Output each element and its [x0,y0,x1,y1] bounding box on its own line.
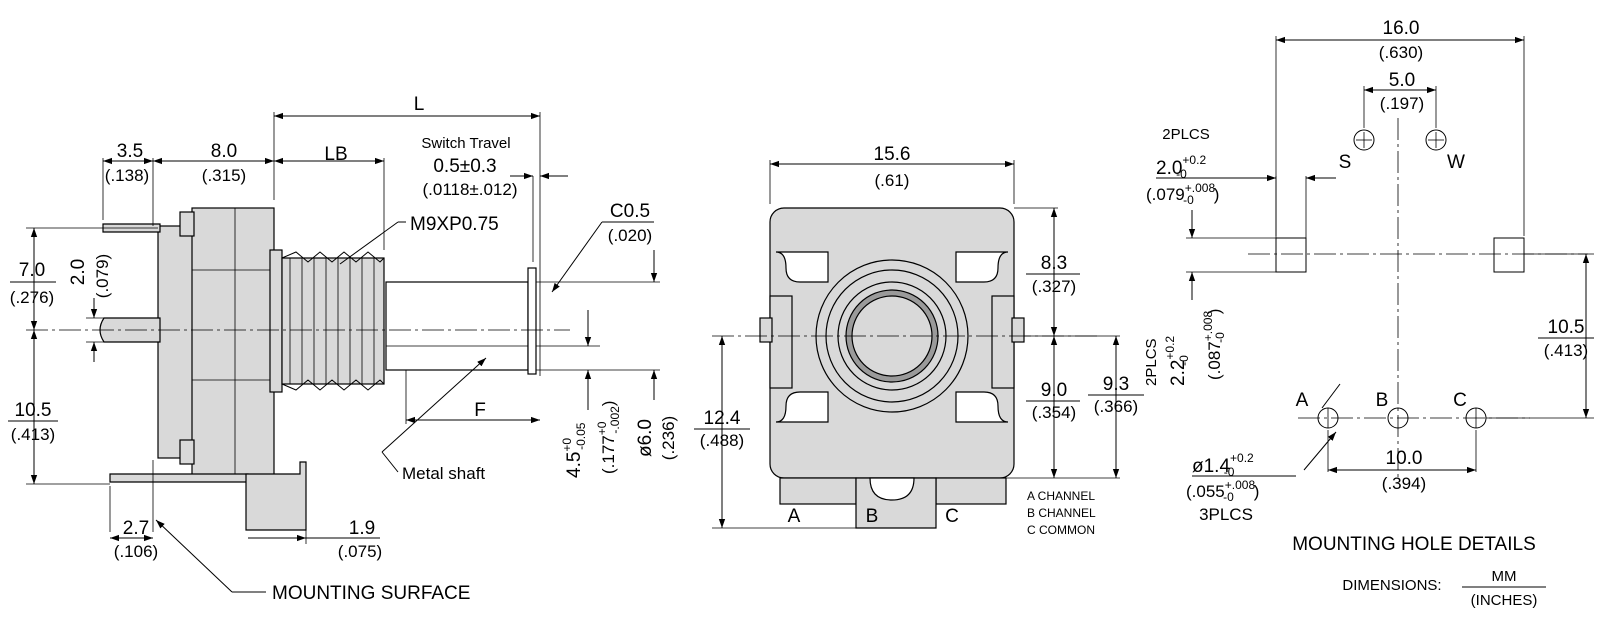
dim-12-4: 12.4 [704,408,741,429]
plcs-2-height: 2PLCS [1143,338,1160,386]
legend-a: A CHANNEL [1027,489,1095,503]
dim-10-5-mount: 10.5 [1548,317,1585,338]
mounting-surface: MOUNTING SURFACE [272,583,470,604]
dim-6-0: ø6.0 [635,419,656,457]
dim-8-3: 8.3 [1041,253,1067,274]
switch-travel: 0.5±0.3 [433,156,496,177]
mounting-leg [109,473,249,483]
dim-10-0-in: (.394) [1382,474,1426,493]
dim-7-0-in: (.276) [10,288,54,307]
chamfer: C0.5 [610,201,650,222]
threaded-bushing [281,251,385,391]
dim-9-3: 9.3 [1103,374,1129,395]
dim-8-3-in: (.327) [1032,277,1076,296]
dim-8-0-in: (.315) [202,166,246,185]
plcs-2: 2PLCS [1162,126,1210,143]
dim-4-5: 4.5+0-0.05 [560,422,588,478]
dim-7-0: 7.0 [19,260,45,281]
hole-b-label: B [1376,390,1389,411]
pin-a-label: A [788,506,801,527]
dim-2-0-in: (.079) [93,254,112,298]
dim-F: F [474,400,486,421]
pin-c-label: C [945,506,959,527]
metal-shaft-body [385,281,529,371]
dim-1-4: ø1.4+0.2-0 [1192,451,1254,479]
dim-9-3-in: (.366) [1094,397,1138,416]
side-view: 3.5 (.138) 8.0 (.315) L LB Switch Travel… [8,94,678,604]
pin-b-label: B [866,506,879,527]
mounting-flange [191,207,275,477]
dim-12-4-in: (.488) [700,431,744,450]
dim-10-0: 10.0 [1386,448,1423,469]
hole-b [1387,407,1409,429]
dim-5-0: 5.0 [1389,70,1415,91]
dimensions-label: DIMENSIONS: [1342,577,1441,594]
dim-8-0: 8.0 [211,141,237,162]
dim-10-5-in: (.413) [11,425,55,444]
dim-16-0: 16.0 [1383,18,1420,39]
dim-LB: LB [324,144,347,165]
dim-5-0-in: (.197) [1380,94,1424,113]
dim-2-2: 2.2+0.2-0 [1163,336,1191,386]
corner-lug [775,251,829,283]
dim-L: L [414,94,425,115]
dim-3-5-in: (.138) [105,166,149,185]
dim-9-0-in: (.354) [1032,403,1076,422]
pin-c-body [935,477,1007,505]
unit-in: (INCHES) [1471,592,1538,609]
dim-3-5: 3.5 [117,141,143,162]
dim-177: (.177+0-.002) [595,401,622,474]
unit-mm: MM [1492,568,1517,585]
mount-slot-right [1493,237,1525,273]
dim-2-0: 2.0 [68,259,89,285]
mounting-hole-details: S W A B C 16.0 (.630) 5.0 (.197) 2PLCS 2… [1143,18,1594,609]
hole-c-label: C [1453,390,1467,411]
dim-15-6: 15.6 [874,144,911,165]
front-view: 15.6 (.61) 8.3 (.327) 9.0 (.354) 9.3 (.3… [694,144,1144,537]
dim-6-0-in: (.236) [659,416,678,460]
dim-055: (.055+.008-0) [1186,478,1259,504]
pin-a-body [779,477,857,505]
metal-shaft: Metal shaft [402,464,485,483]
dim-087: (.087+.008-0) [1201,309,1227,380]
legend-c: C COMMON [1027,523,1095,537]
switch-travel-in: (.0118±.012) [422,180,517,199]
terminal-block [157,225,199,459]
dim-9-0: 9.0 [1041,380,1067,401]
dim-16-0-in: (.630) [1379,43,1423,62]
dim-079: (.079+.008-0) [1146,181,1219,207]
dim-10-5-mount-in: (.413) [1544,341,1588,360]
legend-b: B CHANNEL [1027,506,1096,520]
label-w: W [1447,152,1465,173]
dim-1-9-in: (.075) [338,542,382,561]
dim-1-9: 1.9 [349,518,375,539]
dim-10-5: 10.5 [15,400,52,421]
thread-spec: M9XP0.75 [410,214,499,235]
switch-travel-label: Switch Travel [421,135,510,152]
dim-2-7-in: (.106) [114,542,158,561]
hole-w [1425,129,1447,151]
dim-15-6-in: (.61) [875,171,910,190]
hole-s [1353,129,1375,151]
mount-slot-left [1275,237,1307,273]
chamfer-in: (.020) [608,226,652,245]
dim-2-7: 2.7 [123,518,149,539]
plcs-3: 3PLCS [1199,505,1253,524]
mounting-hole-title: MOUNTING HOLE DETAILS [1292,534,1536,555]
dim-2-0-slot: 2.0+0.2-0 [1156,153,1206,181]
label-s: S [1339,152,1352,173]
hole-a-label: A [1296,390,1309,411]
